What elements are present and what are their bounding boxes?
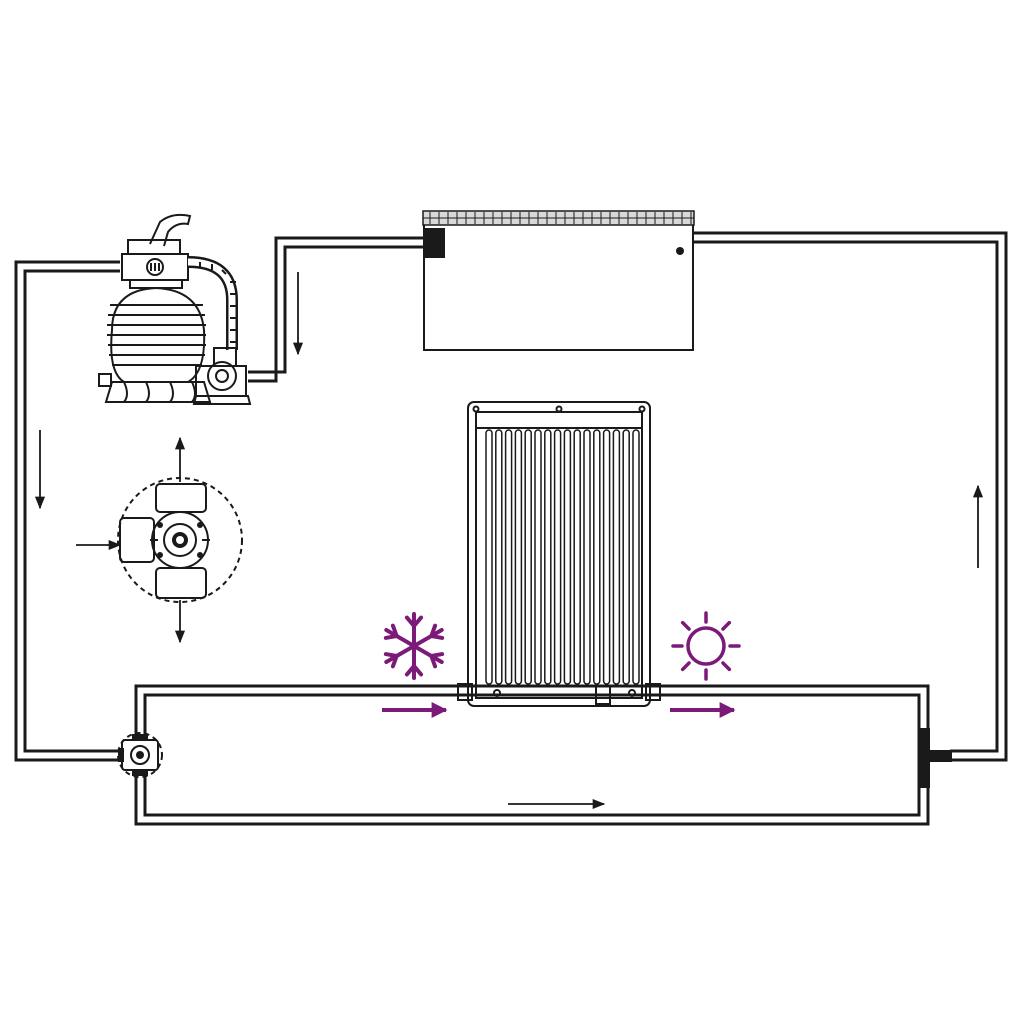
bypass-valve [117,732,163,778]
flow-arrows [34,272,984,810]
pool-inlet-nozzle [425,228,445,258]
solar-panel [457,401,661,707]
solar-tube [534,429,542,685]
pool-body [423,223,694,351]
filter-base [104,381,212,403]
filter-gauge [146,258,164,276]
solar-tube [504,429,513,685]
pipe-loop-inner [143,693,921,817]
return-inlet [918,728,952,788]
solar-tube [602,429,611,685]
pipe-pump-to-pool-outer [248,236,423,383]
filter-handle [149,213,192,247]
solar-tube [593,429,601,685]
solar-tube [544,429,552,685]
pipe-left-inner [23,269,120,753]
solar-panel-frame [467,401,651,707]
return-inlet-block [918,728,930,788]
solar-tube [563,429,572,685]
solar-tube [524,429,532,685]
solar-tube [514,429,523,685]
filter-drain-plug [98,373,112,387]
pump-impeller [207,361,237,391]
solar-panel-tubes [485,429,640,685]
solar-tube [485,429,493,685]
pipe-left-outer [14,260,120,762]
pool [422,210,695,351]
solar-tube [553,429,562,685]
valve-detail-side-port [119,517,155,563]
pool-outlet-nozzle [676,247,684,255]
sun-icon [671,611,741,681]
solar-tube [583,429,591,685]
valve-detail-bottom-port [155,567,207,599]
solar-tube [622,429,630,685]
solar-tube [612,429,621,685]
filter-valve-top [127,239,181,255]
bypass-valve-outline [117,732,163,778]
solar-tube [495,429,503,685]
valve-detail [117,477,243,603]
pipe-pool-to-right-inner [693,240,999,753]
solar-tube [573,429,581,685]
solar-panel-inlet [457,683,473,701]
pipe-pump-to-pool-inner [248,245,423,374]
pool-tiles [423,212,694,224]
filter-tank [110,286,206,383]
valve-detail-top-port [155,483,207,513]
solar-panel-outlet [645,683,661,701]
sand-filter-pump [98,213,252,405]
snowflake-icon [383,612,445,680]
solar-tube [632,429,640,685]
pipe-pool-to-right-outer [693,231,1008,762]
